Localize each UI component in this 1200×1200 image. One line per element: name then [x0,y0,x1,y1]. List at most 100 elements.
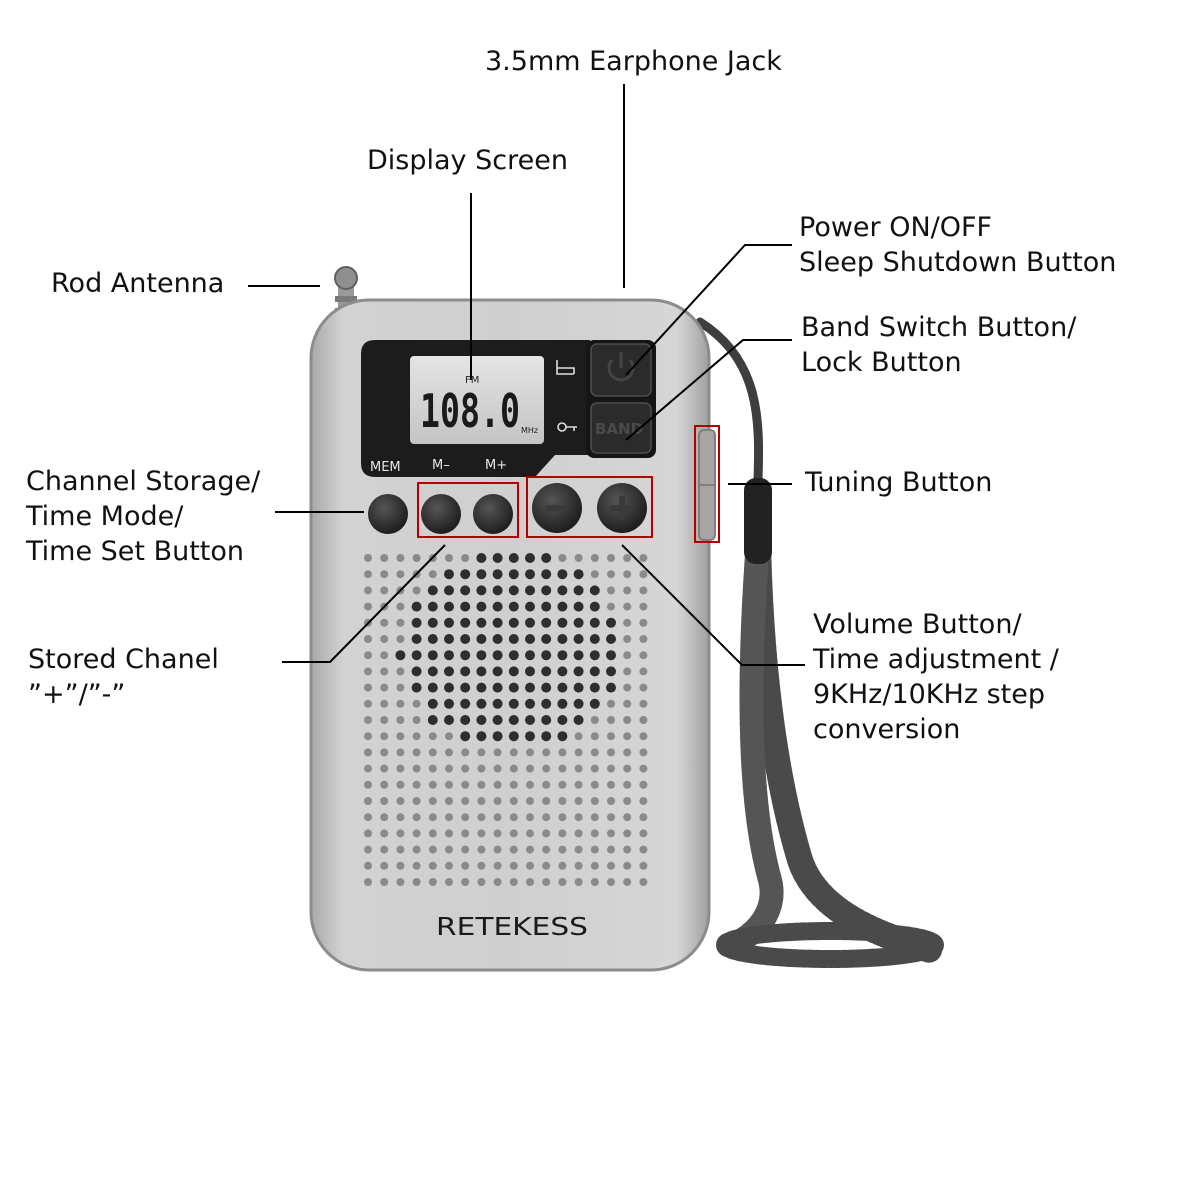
grille-hole [460,585,471,596]
grille-hole [380,699,389,708]
grille-hole [380,878,389,886]
grille-hole [639,797,648,805]
grille-hole [411,650,422,661]
grille-hole [542,748,551,757]
grille-hole [461,861,470,870]
grille-hole [477,764,486,773]
grille-hole [412,861,421,870]
leader-power [625,244,792,376]
grille-hole [412,764,421,773]
grille-hole [541,731,552,742]
grille-hole [525,682,535,693]
grille-hole [623,635,632,643]
grille-hole [461,748,470,757]
grille-hole [396,878,405,886]
grille-hole [427,682,438,693]
mem-button[interactable] [368,494,408,534]
grille-hole [444,650,454,661]
grille-hole [477,780,486,789]
band-button[interactable] [590,402,652,454]
grille-hole [508,682,519,693]
grille-hole [492,715,503,725]
grille-hole [526,829,534,838]
grille-hole [525,715,535,725]
grille-hole [557,650,568,661]
m-minus-button[interactable] [421,494,461,534]
grille-hole [526,845,534,854]
lcd-unit: MHz [521,426,538,435]
grille-hole [428,878,437,886]
grille-hole [493,829,502,838]
grille-hole [412,716,421,724]
grille-hole [639,764,648,773]
grille-hole [508,569,519,580]
grille-hole [557,585,568,596]
grille-hole [558,861,567,870]
grille-hole [427,634,438,644]
grille-hole [509,829,518,838]
grille-hole [607,602,615,611]
grille-hole [623,780,632,789]
grille-hole [380,716,389,724]
callout-line: Tuning Button [805,467,993,498]
grille-hole [364,586,372,595]
grille-hole [396,829,405,838]
grille-hole [639,586,648,595]
grille-hole [493,748,502,757]
grille-hole [590,780,599,789]
grille-hole [526,861,534,870]
power-button[interactable] [590,343,652,397]
grille-hole [396,554,405,562]
grille-hole [508,650,519,661]
grille-hole [445,797,453,805]
grille-hole [461,878,470,886]
grille-hole [396,780,405,789]
grille-hole [428,845,437,854]
callout-line: Lock Button [801,347,962,378]
m-plus-button[interactable] [473,494,513,534]
callout-display-screen: Display Screen [367,143,568,178]
grille-hole [541,634,552,644]
grille-hole [607,732,615,741]
grille-hole [508,585,519,596]
grille-hole [589,666,600,677]
grille-hole [639,829,648,838]
grille-hole [396,683,405,692]
grille-hole [623,829,632,838]
grille-hole [607,764,615,773]
grille-hole [639,716,648,724]
grille-hole [364,635,372,643]
grille-hole [639,683,648,692]
grille-hole [492,666,503,677]
grille-hole [541,585,552,596]
grille-hole [639,635,648,643]
grille-hole [412,748,421,757]
grille-hole [476,585,487,596]
grille-hole [509,764,518,773]
grille-hole [589,617,600,628]
grille-hole [364,667,372,676]
grille-hole [639,878,648,886]
grille-hole [427,715,438,725]
grille-hole [444,698,454,709]
grille-hole [607,716,615,724]
grille-hole [460,715,471,725]
grille-hole [573,617,584,628]
grille-hole [509,861,518,870]
grille-hole [508,601,519,612]
grille-hole [557,682,568,693]
grille-hole [607,797,615,805]
grille-hole [623,683,632,692]
grille-hole [541,650,552,661]
grille-hole [460,731,471,742]
grille-hole [542,878,551,886]
tuning-highlight [694,425,720,543]
callout-channel-storage: Channel Storage/ Time Mode/ Time Set But… [26,464,260,569]
speaker-grille [364,553,648,886]
grille-hole [492,731,503,742]
grille-hole [573,569,584,580]
grille-hole [557,617,568,628]
grille-hole [525,666,535,677]
grille-hole [380,829,389,838]
grille-hole [461,797,470,805]
